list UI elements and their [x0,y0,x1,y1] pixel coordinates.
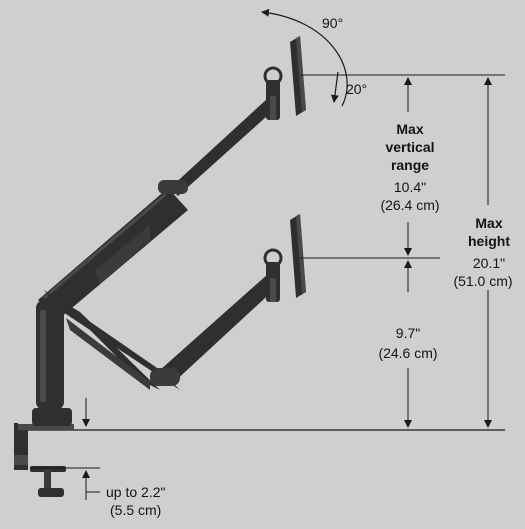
max-height-metric: (51.0 cm) [453,273,512,289]
clamp-imperial: up to 2.2" [106,484,165,500]
vertical-range-imperial: 10.4" [394,179,426,195]
clamp-metric: (5.5 cm) [110,502,161,518]
vertical-range-heading-2: vertical [385,139,434,155]
lower-height-metric: (24.6 cm) [378,345,437,361]
lower-arm [44,248,283,390]
yaw-arrow [261,8,348,107]
base-column [32,300,72,426]
vertical-range-heading-3: range [391,157,429,173]
max-height-heading-1: Max [475,215,502,231]
desk-surface-edge [14,424,74,430]
lower-height-imperial: 9.7" [396,325,420,341]
desk-clamp [14,423,66,497]
tilt-arrow [330,71,339,103]
yaw-angle-label: 90° [322,15,343,31]
monitor-lower [290,214,306,298]
monitor-upper [290,36,306,116]
tilt-angle-label: 20° [346,81,367,97]
max-height-heading-2: height [468,233,510,249]
vertical-range-heading-1: Max [396,121,423,137]
max-height-imperial: 20.1" [473,255,505,271]
vertical-range-metric: (26.4 cm) [380,197,439,213]
upper-arm [38,66,283,318]
